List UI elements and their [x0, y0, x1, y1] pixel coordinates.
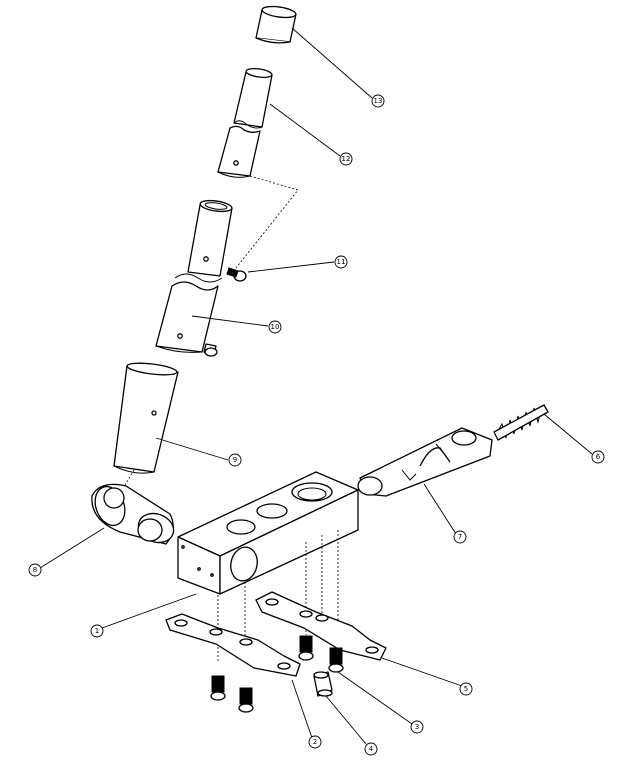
part-1-block	[177, 471, 359, 595]
callout-4-label: 4	[369, 745, 374, 753]
leader-lines	[39, 27, 593, 745]
callout-1: 1	[90, 624, 104, 638]
callout-9-label: 9	[233, 456, 237, 464]
callout-5: 5	[459, 682, 473, 696]
callout-7-label: 7	[458, 533, 462, 541]
part-9-lower-tube	[113, 362, 179, 474]
callout-4: 4	[364, 742, 378, 756]
callout-11-label: 11	[337, 258, 346, 266]
callout-10-label: 10	[271, 323, 280, 331]
callout-2: 2	[308, 735, 322, 749]
part-3-bolts	[210, 635, 344, 713]
callout-12-label: 12	[342, 155, 351, 163]
callout-2-label: 2	[313, 738, 317, 746]
part-7-slider	[357, 427, 493, 497]
callout-12: 12	[339, 152, 353, 166]
callout-8: 8	[28, 563, 42, 577]
part-13-cap	[255, 5, 297, 44]
part-6-spring	[493, 404, 549, 441]
callout-13-label: 13	[374, 97, 383, 105]
callout-6: 6	[591, 450, 605, 464]
callout-3-label: 3	[415, 723, 419, 731]
part-4-pin	[313, 671, 333, 697]
callout-10: 10	[268, 320, 282, 334]
part-8-pivot	[91, 483, 175, 545]
callout-7: 7	[453, 530, 467, 544]
callout-3: 3	[410, 720, 424, 734]
callout-6-label: 6	[596, 453, 601, 461]
part-5-bracket	[255, 591, 387, 661]
part-10-main-tube	[155, 199, 233, 357]
callout-9: 9	[228, 453, 242, 467]
part-12-upper-tube	[217, 67, 273, 178]
callout-8-label: 8	[33, 566, 37, 574]
callout-5-label: 5	[464, 685, 468, 693]
part-2-bracket	[165, 613, 301, 677]
part-11-screw	[226, 267, 247, 282]
callout-1-label: 1	[95, 627, 99, 635]
callout-13: 13	[371, 94, 385, 108]
callout-11: 11	[334, 255, 348, 269]
